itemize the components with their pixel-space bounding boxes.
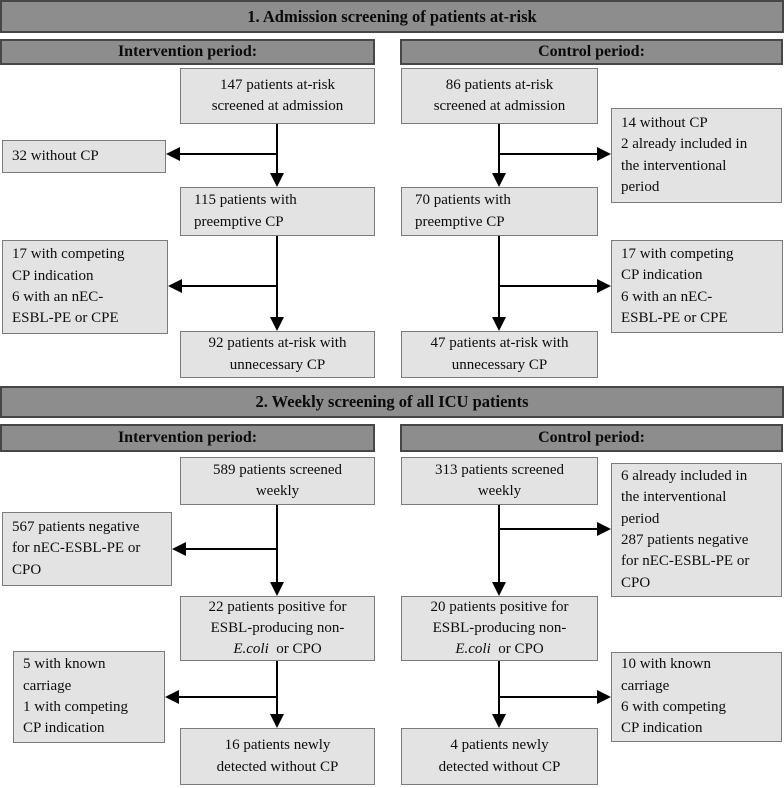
s2-ctrl-arrowhead-right2-icon <box>597 690 611 704</box>
s2-ctrl-screened-text: 313 patients screened weekly <box>434 461 565 499</box>
s2-ctrl-excluded1-box: 6 already included in the interventional… <box>611 463 782 597</box>
s2-ctrl-arrowhead-down-icon <box>492 582 506 596</box>
s1-ctrl-arrow-line2 <box>498 236 500 317</box>
s2-ctrl-screened-box: 313 patients screened weekly <box>401 457 598 505</box>
s2-ctrl-excluded2-text: 10 with known carriage 6 with competing … <box>621 656 726 737</box>
section1-control-header: Control period: <box>538 43 645 60</box>
s2-int-branch2-line <box>179 696 278 698</box>
s2-ctrl-positive-post: or CPO <box>490 641 544 658</box>
s2-int-positive-post: or CPO <box>268 641 322 658</box>
s1-int-arrowhead-down-icon <box>270 173 284 187</box>
section1-intervention-header-band: Intervention period: <box>0 39 375 65</box>
section2-title: 2. Weekly screening of all ICU patients <box>255 392 529 411</box>
s2-ctrl-excluded1-text: 6 already included in the interventional… <box>621 468 750 591</box>
s2-int-arrow-line2 <box>276 661 278 714</box>
s2-ctrl-positive-italic: E.coli <box>455 641 491 658</box>
s2-int-branch1-line <box>186 548 278 550</box>
section1-intervention-header: Intervention period: <box>117 43 258 60</box>
section1-title-band: 1. Admission screening of patients at-ri… <box>0 0 784 33</box>
s1-ctrl-arrow-line <box>498 124 500 173</box>
s1-int-screened-box: 147 patients at-risk screened at admissi… <box>180 68 375 124</box>
s1-ctrl-screened-text: 86 patients at-risk screened at admissio… <box>433 76 566 114</box>
s2-int-excluded2-text: 5 with known carriage 1 with competing C… <box>23 656 128 737</box>
s1-int-preemptive-box: 115 patients with preemptive CP <box>180 187 375 236</box>
section2-control-header-band: Control period: <box>400 424 783 452</box>
s1-ctrl-arrowhead-down2-icon <box>492 317 506 331</box>
s2-int-screened-box: 589 patients screened weekly <box>180 457 375 505</box>
s2-ctrl-positive-text: 20 patients positive for ESBL-producing … <box>431 597 569 661</box>
section2-title-band: 2. Weekly screening of all ICU patients <box>0 386 784 418</box>
s2-ctrl-excluded2-box: 10 with known carriage 6 with competing … <box>611 652 782 742</box>
s1-ctrl-arrowhead-right-icon <box>597 147 611 161</box>
s1-ctrl-arrowhead-right2-icon <box>597 279 611 293</box>
s2-int-positive-pre: 22 patients positive for ESBL-producing … <box>208 598 347 636</box>
s2-int-positive-box: 22 patients positive for ESBL-producing … <box>180 596 375 661</box>
s1-ctrl-branch1-line <box>498 153 597 155</box>
s1-int-outcome-text: 92 patients at-risk with unnecessary CP <box>208 335 347 373</box>
s1-ctrl-branch2-line <box>498 285 597 287</box>
section2-control-header: Control period: <box>538 429 645 446</box>
s2-ctrl-branch2-line <box>498 696 597 698</box>
section2-intervention-header-band: Intervention period: <box>0 424 375 452</box>
s1-int-arrow-line2 <box>276 236 278 317</box>
s2-int-arrowhead-down-icon <box>270 582 284 596</box>
s2-int-arrowhead-left-icon <box>172 542 186 556</box>
s1-int-excluded2-box: 17 with competing CP indication 6 with a… <box>2 240 168 334</box>
s2-int-arrow-line <box>276 505 278 582</box>
s1-ctrl-excluded1-box: 14 without CP 2 already included in the … <box>611 108 782 203</box>
s2-ctrl-arrow-line <box>498 505 500 582</box>
s2-int-positive-text: 22 patients positive for ESBL-producing … <box>209 597 347 661</box>
s1-int-arrowhead-left-icon <box>166 147 180 161</box>
s1-int-arrow-line <box>276 124 278 173</box>
s2-int-positive-italic: E.coli <box>233 641 269 658</box>
s1-ctrl-excluded1-text: 14 without CP 2 already included in the … <box>621 114 748 195</box>
s1-int-arrowhead-down2-icon <box>270 317 284 331</box>
s1-int-excluded1-text: 32 without CP <box>12 147 99 164</box>
s2-int-arrowhead-down2-icon <box>270 714 284 728</box>
s1-ctrl-screened-box: 86 patients at-risk screened at admissio… <box>401 68 598 124</box>
s1-ctrl-excluded2-text: 17 with competing CP indication 6 with a… <box>621 245 734 326</box>
s1-ctrl-preemptive-box: 70 patients with preemptive CP <box>401 187 598 236</box>
s2-int-outcome-box: 16 patients newly detected without CP <box>180 728 375 785</box>
s1-int-screened-text: 147 patients at-risk screened at admissi… <box>211 76 344 114</box>
s2-ctrl-positive-pre: 20 patients positive for ESBL-producing … <box>430 598 569 636</box>
s2-ctrl-positive-box: 20 patients positive for ESBL-producing … <box>401 596 598 661</box>
s2-ctrl-arrowhead-right-icon <box>597 522 611 536</box>
s1-int-excluded1-box: 32 without CP <box>2 140 166 173</box>
s2-int-excluded1-text: 567 patients negative for nEC-ESBL-PE or… <box>12 519 141 578</box>
s1-int-preemptive-text: 115 patients with preemptive CP <box>194 192 297 230</box>
s1-int-outcome-box: 92 patients at-risk with unnecessary CP <box>180 331 375 378</box>
s2-int-excluded2-box: 5 with known carriage 1 with competing C… <box>13 651 165 743</box>
s2-int-excluded1-box: 567 patients negative for nEC-ESBL-PE or… <box>2 512 172 586</box>
s1-int-arrowhead-left2-icon <box>168 279 182 293</box>
s1-int-excluded2-text: 17 with competing CP indication 6 with a… <box>12 246 125 327</box>
section2-intervention-header: Intervention period: <box>117 429 258 446</box>
s1-ctrl-outcome-box: 47 patients at-risk with unnecessary CP <box>401 331 598 378</box>
s2-ctrl-branch1-line <box>498 528 597 530</box>
s2-ctrl-arrow-line2 <box>498 661 500 714</box>
s1-ctrl-outcome-text: 47 patients at-risk with unnecessary CP <box>430 335 569 373</box>
s2-ctrl-arrowhead-down2-icon <box>492 714 506 728</box>
s1-int-branch1-line <box>180 153 278 155</box>
s1-ctrl-preemptive-text: 70 patients with preemptive CP <box>415 192 511 230</box>
s2-ctrl-outcome-text: 4 patients newly detected without CP <box>438 737 561 775</box>
s1-ctrl-arrowhead-down-icon <box>492 173 506 187</box>
s2-int-screened-text: 589 patients screened weekly <box>212 461 343 499</box>
s2-int-arrowhead-left2-icon <box>165 690 179 704</box>
section1-control-header-band: Control period: <box>400 39 783 65</box>
s2-int-outcome-text: 16 patients newly detected without CP <box>216 737 339 775</box>
s1-ctrl-excluded2-box: 17 with competing CP indication 6 with a… <box>611 240 783 333</box>
s2-ctrl-outcome-box: 4 patients newly detected without CP <box>401 728 598 785</box>
section1-title: 1. Admission screening of patients at-ri… <box>247 6 537 26</box>
s1-int-branch2-line <box>182 285 278 287</box>
